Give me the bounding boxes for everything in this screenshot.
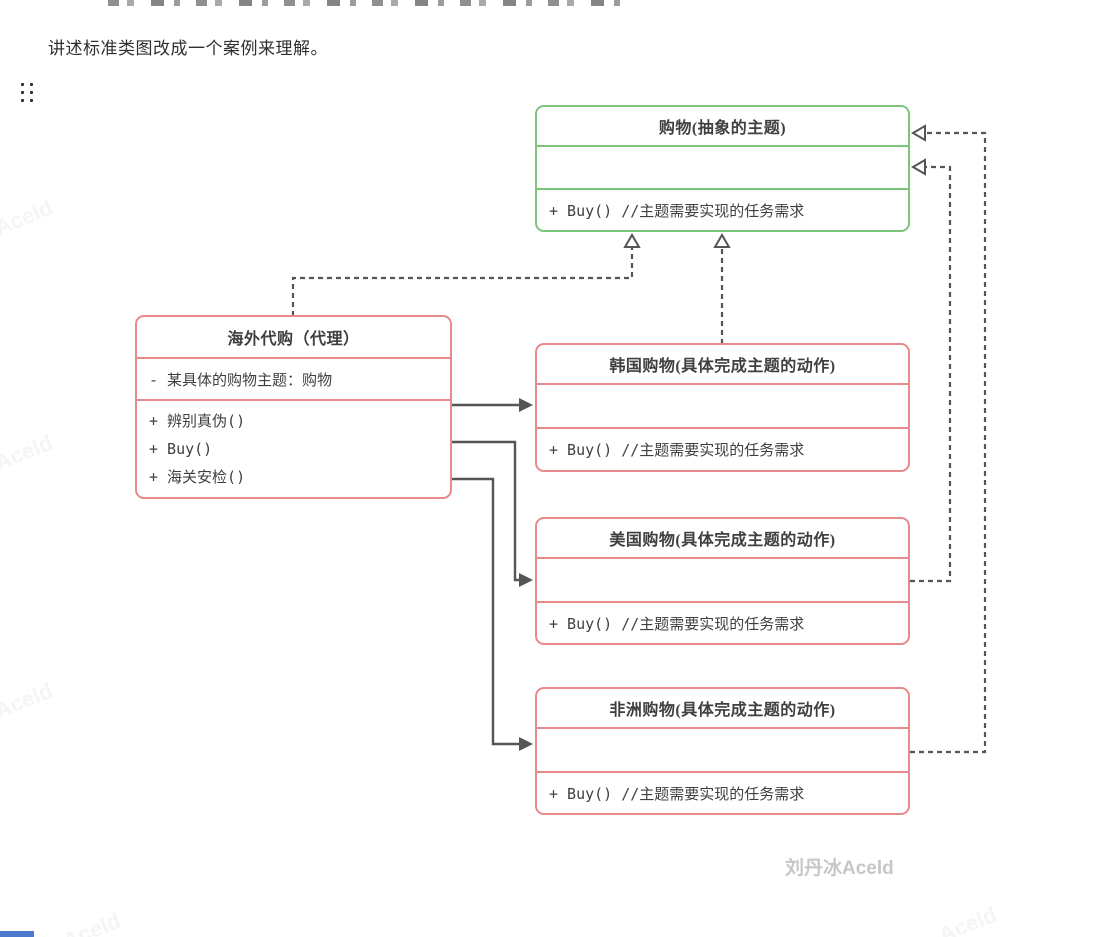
class-method: + Buy() //主题需要实现的任务需求 xyxy=(537,427,908,470)
arrow-proxy-to-africa xyxy=(452,477,521,746)
class-attribute: - 某具体的购物主题：购物 xyxy=(137,357,450,399)
class-title: 美国购物(具体完成主题的动作) xyxy=(609,532,836,549)
hollow-arrowhead-right-lower xyxy=(911,158,926,176)
arrow-proxy-to-usa xyxy=(452,440,521,582)
class-method: + Buy() //主题需要实现的任务需求 xyxy=(537,188,908,230)
class-title: 非洲购物(具体完成主题的动作) xyxy=(609,702,836,719)
hollow-arrowhead-bottom-right xyxy=(713,233,731,248)
realization-africa-to-abstract xyxy=(910,131,987,754)
class-attributes-empty xyxy=(537,383,908,427)
hollow-arrowhead-bottom-left xyxy=(623,233,641,248)
intro-text: 讲述标准类图改成一个案例来理解。 xyxy=(48,39,328,58)
class-attributes-empty xyxy=(537,145,908,188)
class-box-usa[interactable]: 美国购物(具体完成主题的动作) + Buy() //主题需要实现的任务需求 xyxy=(535,517,910,645)
bottom-edge-blue-bar xyxy=(0,931,34,937)
arrowhead-usa xyxy=(519,573,533,587)
class-box-proxy[interactable]: 海外代购（代理） - 某具体的购物主题：购物 + 辨别真伪() + Buy() … xyxy=(135,315,452,499)
realization-proxy-to-abstract xyxy=(291,248,634,316)
hollow-arrowhead-right-upper xyxy=(911,124,926,142)
clipped-text-line xyxy=(108,0,636,6)
arrowhead-africa xyxy=(519,737,533,751)
class-title: 购物(抽象的主题) xyxy=(658,120,787,137)
class-method: + 辨别真伪() xyxy=(149,412,246,430)
class-title: 韩国购物(具体完成主题的动作) xyxy=(609,358,836,375)
class-box-africa[interactable]: 非洲购物(具体完成主题的动作) + Buy() //主题需要实现的任务需求 xyxy=(535,687,910,815)
class-box-korea[interactable]: 韩国购物(具体完成主题的动作) + Buy() //主题需要实现的任务需求 xyxy=(535,343,910,472)
class-attributes-empty xyxy=(537,727,908,771)
class-box-abstract-subject[interactable]: 购物(抽象的主题) + Buy() //主题需要实现的任务需求 xyxy=(535,105,910,232)
realization-usa-to-abstract xyxy=(910,165,952,583)
author-watermark: 刘丹冰Aceld xyxy=(785,858,894,879)
class-method: + Buy() //主题需要实现的任务需求 xyxy=(537,771,908,813)
arrowhead-korea xyxy=(519,398,533,412)
class-method: + Buy() //主题需要实现的任务需求 xyxy=(537,601,908,643)
drag-handle-icon[interactable] xyxy=(21,83,37,104)
class-method: + Buy() xyxy=(149,440,213,458)
class-attributes-empty xyxy=(537,557,908,601)
class-method: + 海关安检() xyxy=(149,468,246,486)
class-title: 海外代购（代理） xyxy=(227,331,360,348)
class-methods: + 辨别真伪() + Buy() + 海关安检() xyxy=(137,399,450,497)
